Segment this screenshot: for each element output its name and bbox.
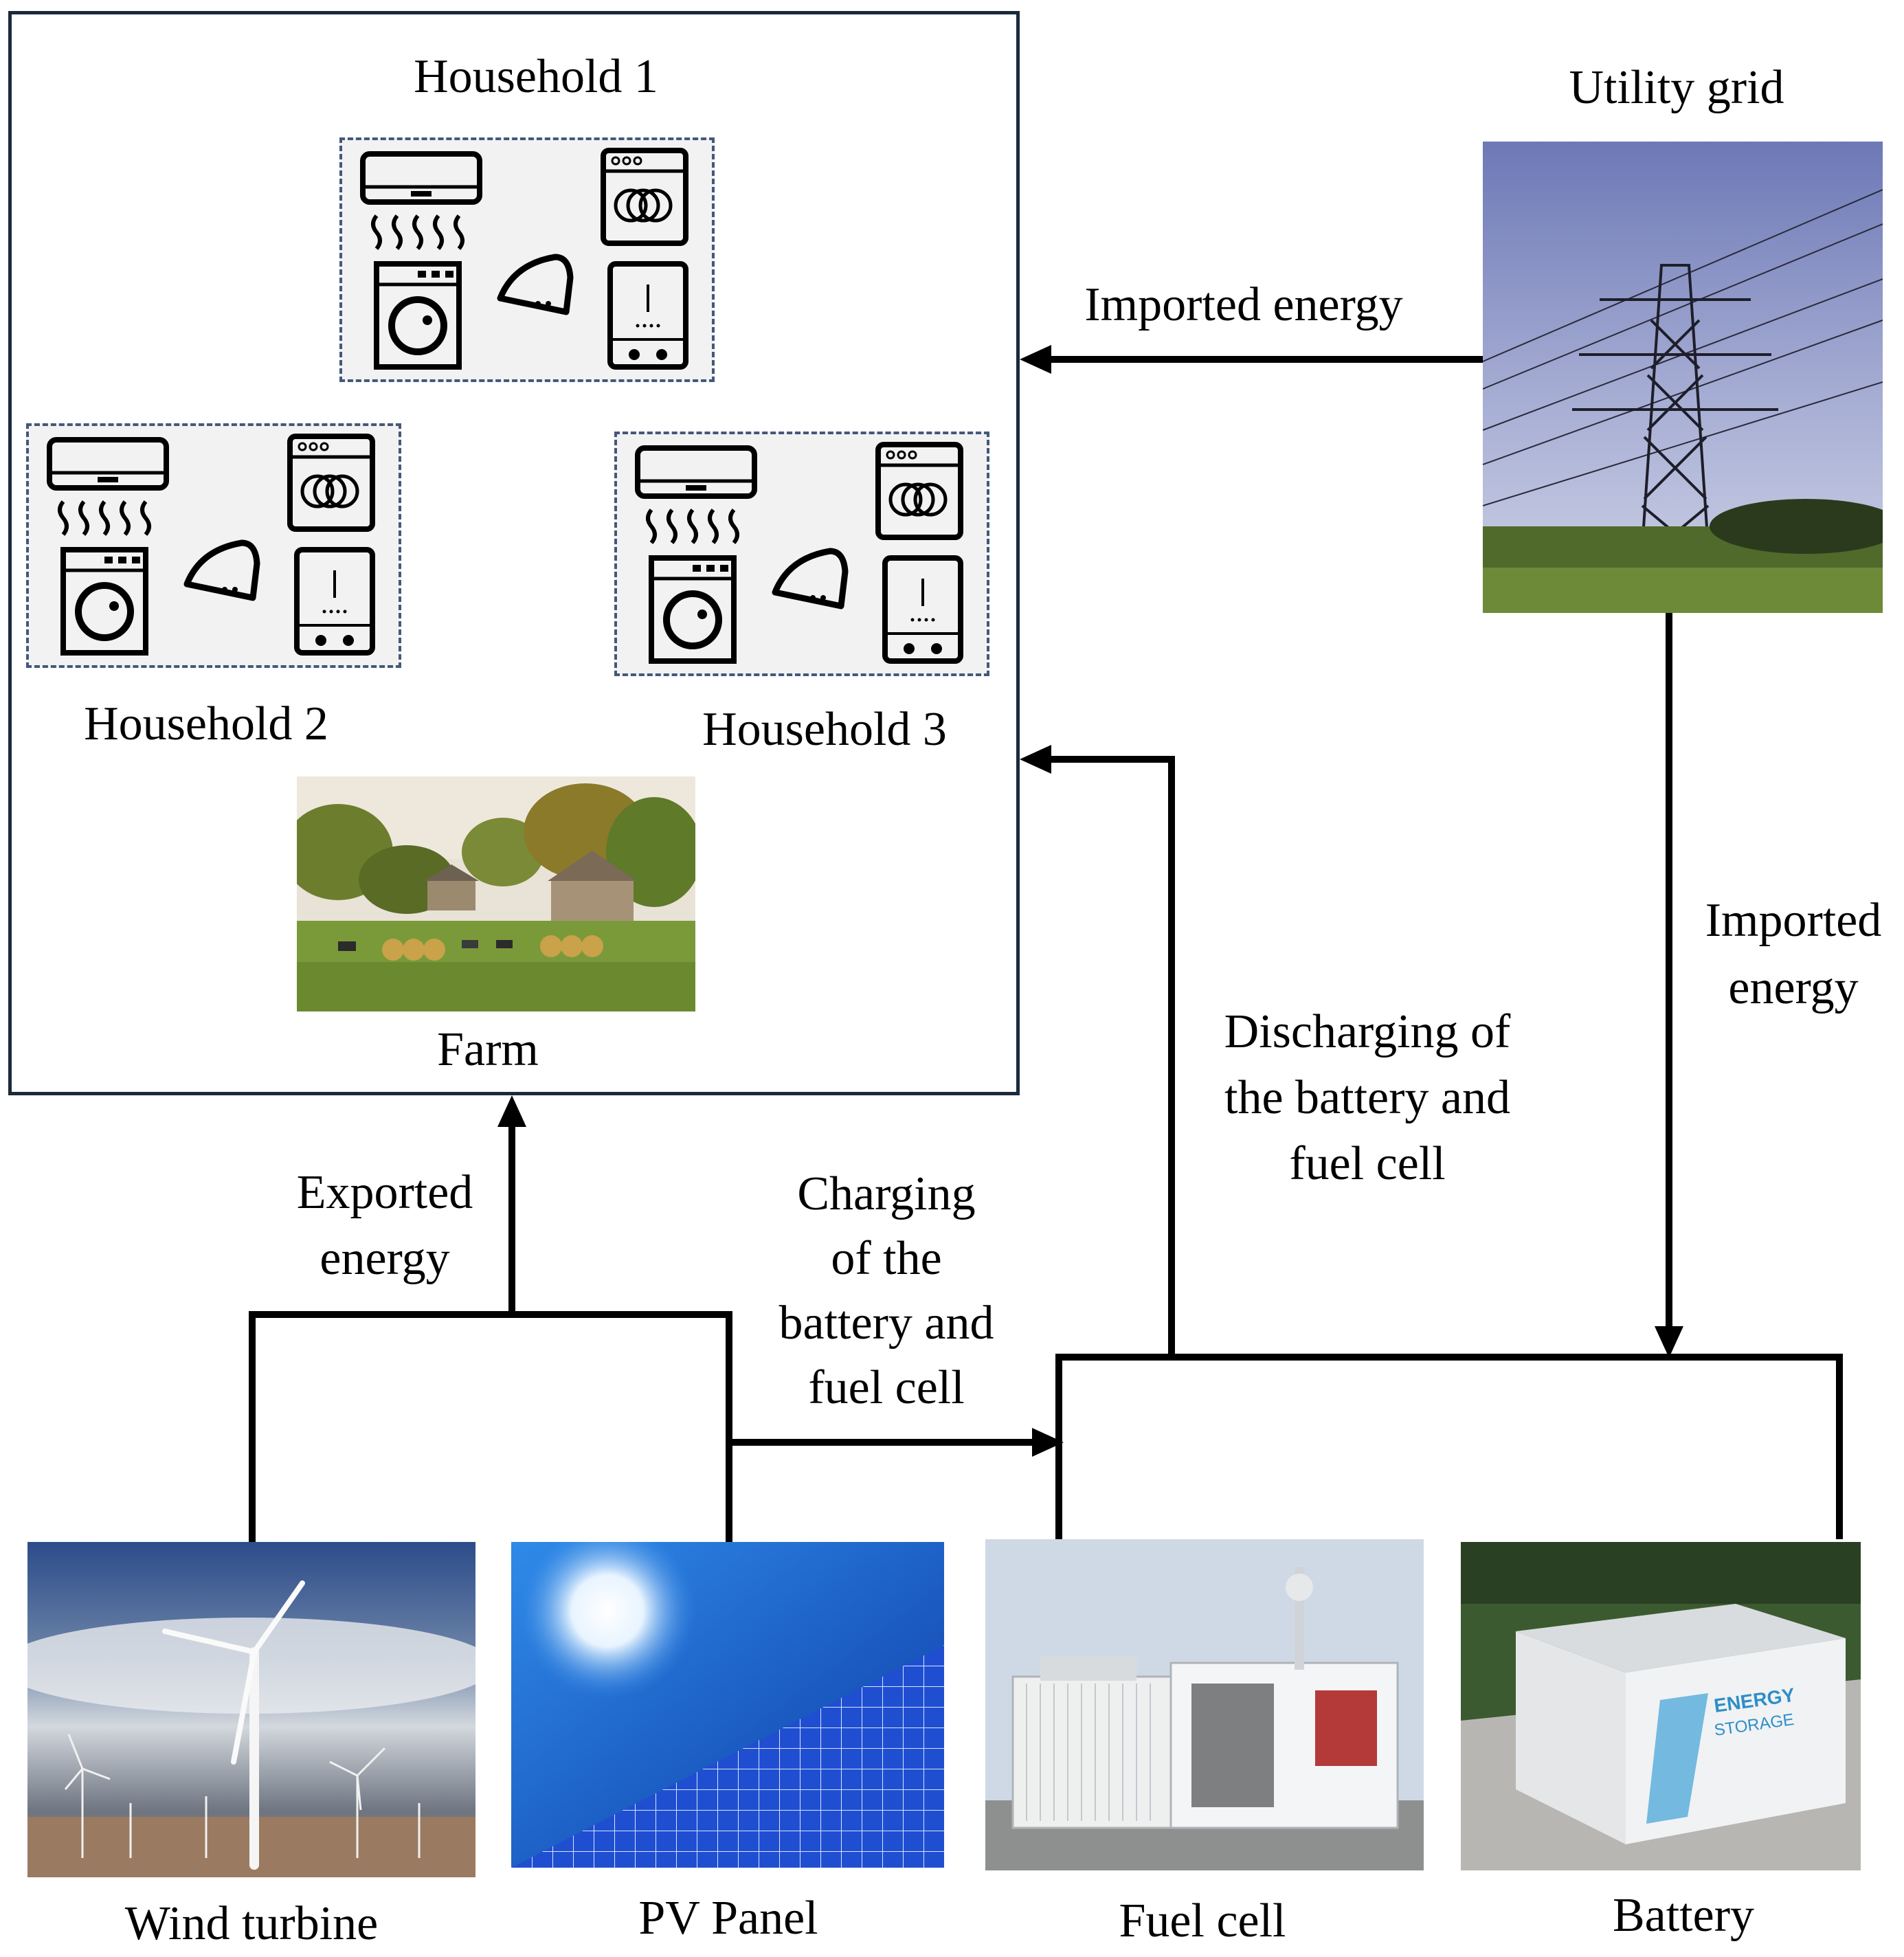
storage-bracket-left xyxy=(1055,1354,1062,1539)
charging-arrowhead-icon xyxy=(1032,1428,1064,1457)
utility-grid-image xyxy=(1483,142,1883,613)
charging-label-1: Charging xyxy=(797,1167,976,1220)
charging-label-2: of the xyxy=(831,1232,942,1285)
storage-bracket-top xyxy=(1055,1354,1843,1361)
pv-panel-label: PV Panel xyxy=(638,1892,818,1945)
household-1-label: Household 1 xyxy=(414,50,658,103)
imported-top-arrowhead-icon xyxy=(1020,345,1051,374)
exported-label-1: Exported xyxy=(296,1166,473,1219)
discharging-label-2: the battery and xyxy=(1224,1071,1510,1124)
battery-label: Battery xyxy=(1612,1889,1755,1942)
household-3-label: Household 3 xyxy=(702,703,947,756)
discharging-arrowhead-icon xyxy=(1020,745,1051,774)
charging-label-4: fuel cell xyxy=(808,1361,965,1414)
imported-right-label-2: energy xyxy=(1728,961,1859,1014)
household-2-label: Household 2 xyxy=(84,697,328,750)
household-3-appliances-icon xyxy=(617,434,988,675)
household-1-box xyxy=(339,137,715,382)
imported-right-line xyxy=(1666,613,1672,1328)
renewable-bracket-right xyxy=(726,1311,732,1542)
fuel-cell-image xyxy=(985,1539,1424,1870)
imported-top-line xyxy=(1038,356,1483,363)
imported-right-label-1: Imported xyxy=(1705,894,1882,947)
utility-grid-label: Utility grid xyxy=(1569,61,1784,114)
imported-right-arrowhead-icon xyxy=(1655,1326,1683,1358)
household-3-box xyxy=(614,432,989,676)
charging-label-3: battery and xyxy=(779,1297,994,1350)
renewable-bracket-top xyxy=(249,1311,732,1318)
storage-bracket-right xyxy=(1836,1354,1843,1539)
wind-turbine-image xyxy=(27,1542,475,1877)
imported-top-label: Imported energy xyxy=(1084,278,1403,331)
pv-panel-image xyxy=(511,1542,944,1868)
exported-label-2: energy xyxy=(320,1232,450,1285)
renewable-bracket-left xyxy=(249,1311,256,1542)
household-2-appliances-icon xyxy=(29,426,400,667)
fuel-cell-label: Fuel cell xyxy=(1119,1894,1286,1947)
farm-image xyxy=(297,776,695,1011)
community-box xyxy=(8,11,1020,1095)
household-2-box xyxy=(26,423,401,668)
household-1-appliances-icon xyxy=(342,140,713,381)
discharging-horizontal-line xyxy=(1038,756,1175,763)
discharging-label-3: fuel cell xyxy=(1289,1137,1446,1190)
discharging-label-1: Discharging of xyxy=(1224,1005,1511,1058)
exported-arrowhead-icon xyxy=(497,1095,526,1127)
exported-line xyxy=(508,1124,515,1317)
battery-image: ENERGY STORAGE xyxy=(1461,1542,1861,1870)
wind-turbine-label: Wind turbine xyxy=(124,1897,379,1950)
farm-label: Farm xyxy=(437,1023,539,1076)
discharging-vertical-line xyxy=(1168,756,1175,1358)
charging-line xyxy=(732,1439,1039,1446)
